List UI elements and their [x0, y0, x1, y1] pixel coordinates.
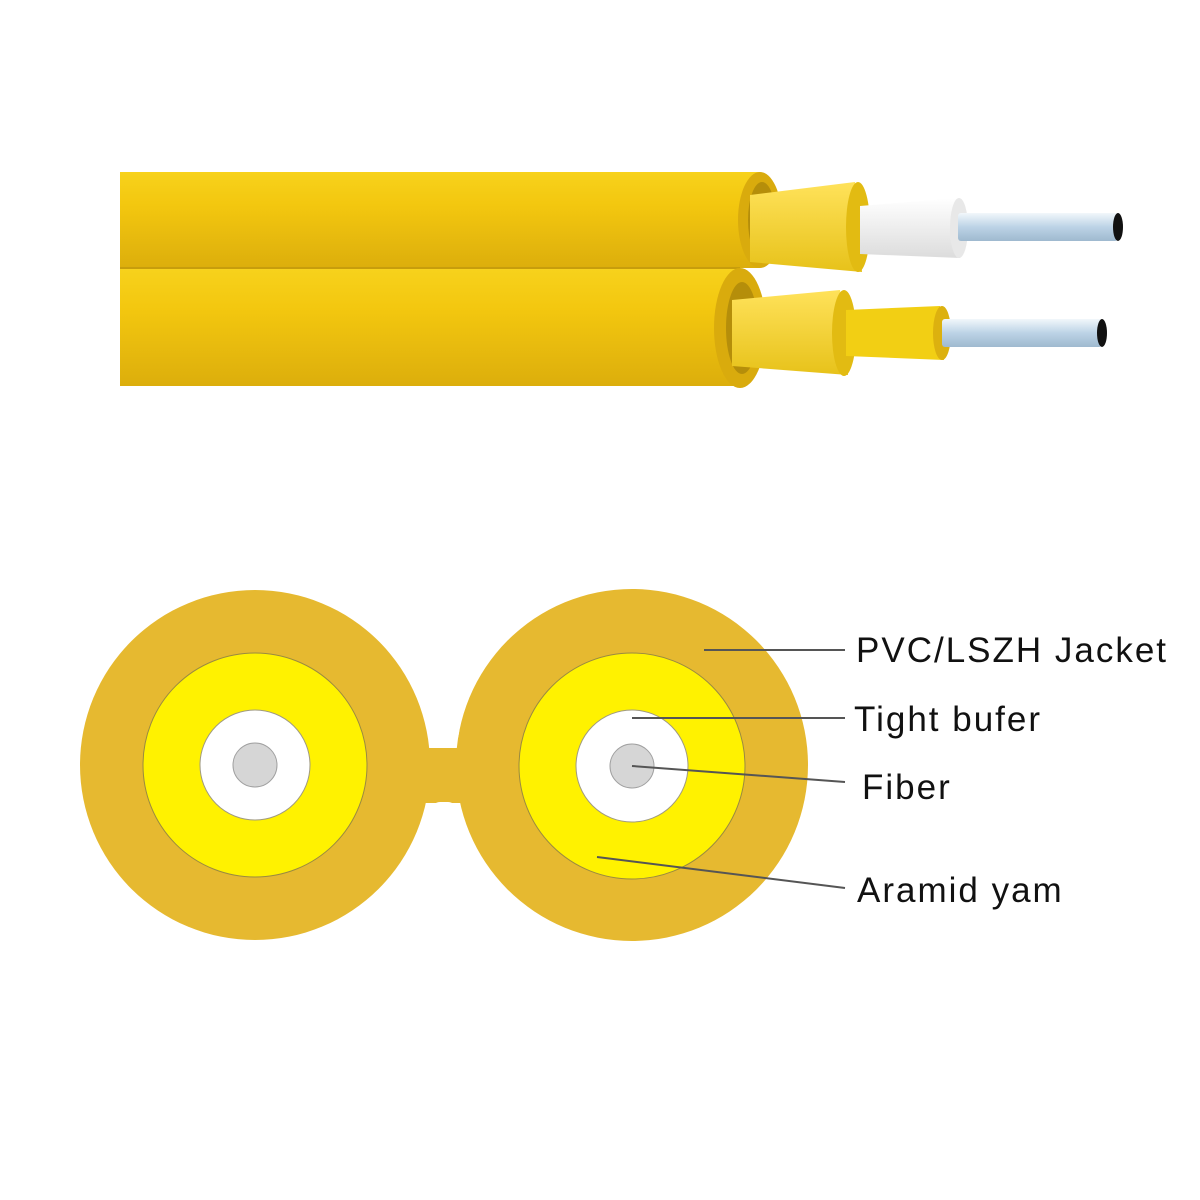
left-fiber — [232, 742, 278, 788]
upper-fiber — [958, 213, 1118, 241]
lower-fiber — [942, 319, 1102, 347]
lower-tight-buffer — [846, 306, 944, 360]
lower-aramid-yarn — [732, 290, 848, 375]
jacket-label: PVC/LSZH Jacket — [856, 631, 1168, 670]
cable-cross-section — [80, 589, 808, 941]
jacket-web — [400, 748, 490, 803]
lower-jacket-body — [120, 268, 740, 386]
upper-jacket-body — [120, 172, 760, 268]
fiber-leader-line — [631, 765, 846, 783]
upper-tight-buffer — [860, 198, 960, 258]
lower-fiber-tip — [1097, 319, 1107, 347]
upper-subcable — [120, 172, 1123, 272]
upper-aramid-yarn — [750, 182, 862, 272]
cable-3d-illustration — [120, 172, 1123, 388]
left-subunit — [142, 652, 368, 878]
upper-fiber-tip — [1113, 213, 1123, 241]
callouts: PVC/LSZH Jacket Tight bufer Fiber Aramid… — [596, 631, 1168, 910]
aramid-label: Aramid yam — [857, 871, 1064, 910]
fiber-label: Fiber — [862, 768, 952, 807]
buffer-label: Tight bufer — [854, 700, 1042, 739]
lower-subcable — [120, 267, 1107, 388]
aramid-leader-line — [596, 856, 846, 889]
